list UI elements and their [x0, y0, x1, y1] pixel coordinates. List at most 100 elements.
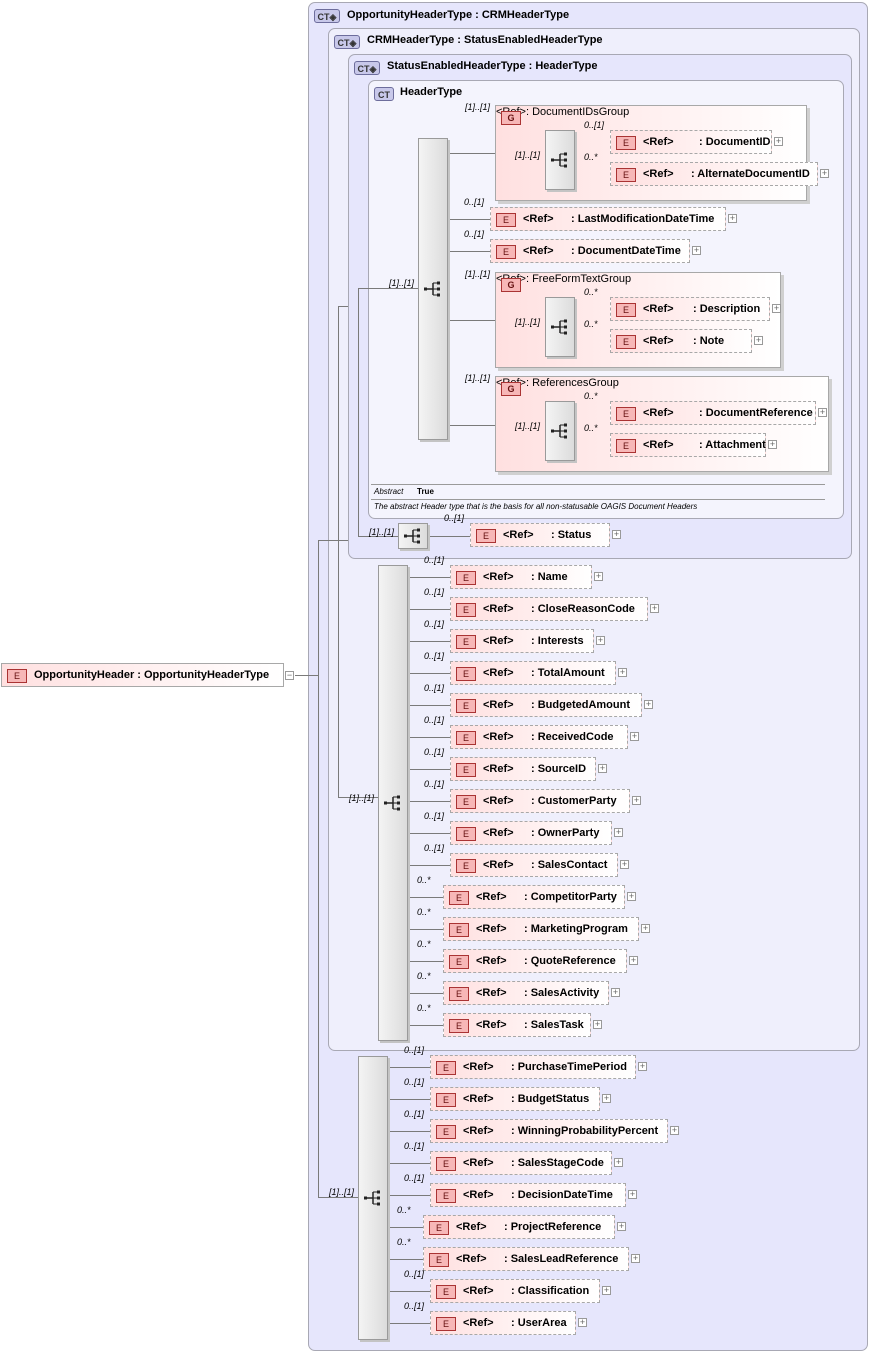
expand-icon[interactable]: + — [641, 923, 650, 933]
refs-sequence[interactable] — [545, 401, 575, 461]
attachment-element[interactable]: E<Ref>: Attachment — [610, 433, 766, 457]
element-icon: E — [429, 1253, 449, 1267]
expand-icon[interactable]: + — [598, 763, 607, 773]
element-name: : UserArea — [511, 1317, 567, 1329]
expand-icon[interactable]: + — [728, 213, 737, 223]
expand-icon[interactable]: + — [670, 1125, 679, 1135]
expand-icon[interactable]: + — [618, 667, 627, 677]
ref-label: <Ref> — [643, 303, 674, 315]
budgeted-amount-element[interactable]: E<Ref>: BudgetedAmount — [450, 693, 642, 717]
expand-icon[interactable]: + — [628, 1189, 637, 1199]
competitor-party-element[interactable]: E<Ref>: CompetitorParty — [443, 885, 625, 909]
sales-task-element[interactable]: E<Ref>: SalesTask — [443, 1013, 591, 1037]
expand-icon[interactable]: + — [593, 1019, 602, 1029]
user-area-element[interactable]: E<Ref>: UserArea — [430, 1311, 576, 1335]
element-name: : SourceID — [531, 763, 587, 775]
total-amount-element[interactable]: E<Ref>: TotalAmount — [450, 661, 616, 685]
alternate-document-id-element[interactable]: E<Ref>: AlternateDocumentID — [610, 162, 818, 186]
cardinality-label: 0..[1] — [404, 1141, 425, 1151]
sales-contact-element[interactable]: E<Ref>: SalesContact — [450, 853, 618, 877]
decision-date-time-element[interactable]: E<Ref>: DecisionDateTime — [430, 1183, 626, 1207]
element-name: : QuoteReference — [524, 955, 616, 967]
expand-icon[interactable]: + — [627, 891, 636, 901]
received-code-element[interactable]: E<Ref>: ReceivedCode — [450, 725, 628, 749]
expand-icon[interactable]: + — [596, 635, 605, 645]
expand-icon[interactable]: + — [617, 1221, 626, 1231]
expand-icon[interactable]: + — [602, 1285, 611, 1295]
freeform-sequence[interactable] — [545, 297, 575, 357]
winning-probability-percent-element[interactable]: E<Ref>: WinningProbabilityPercent — [430, 1119, 668, 1143]
expand-icon[interactable]: + — [754, 335, 763, 345]
expand-icon[interactable]: + — [602, 1093, 611, 1103]
expand-icon[interactable]: + — [632, 795, 641, 805]
expand-icon[interactable]: + — [774, 136, 783, 146]
owner-party-element[interactable]: E<Ref>: OwnerParty — [450, 821, 612, 845]
connector-line — [408, 833, 450, 834]
budget-status-element[interactable]: E<Ref>: BudgetStatus — [430, 1087, 600, 1111]
document-date-time-element[interactable]: E<Ref>: DocumentDateTime — [490, 239, 690, 263]
cardinality-label: 0..[1] — [404, 1269, 425, 1279]
expand-icon[interactable]: + — [614, 1157, 623, 1167]
sales-stage-code-element[interactable]: E<Ref>: SalesStageCode — [430, 1151, 612, 1175]
quote-reference-element[interactable]: E<Ref>: QuoteReference — [443, 949, 627, 973]
status-element[interactable]: E<Ref>: Status — [470, 523, 610, 547]
customer-party-element[interactable]: E<Ref>: CustomerParty — [450, 789, 630, 813]
last-modification-date-time-element[interactable]: E<Ref>: LastModificationDateTime — [490, 207, 726, 231]
element-icon: E — [456, 763, 476, 777]
ref-label: <Ref> — [456, 1221, 487, 1233]
name-element[interactable]: E<Ref>: Name — [450, 565, 592, 589]
element-icon: E — [616, 168, 636, 182]
expand-icon[interactable]: + — [650, 603, 659, 613]
expand-icon[interactable]: + — [630, 731, 639, 741]
opportunity-header-element[interactable]: E OpportunityHeader : OpportunityHeaderT… — [1, 663, 284, 687]
classification-element[interactable]: E<Ref>: Classification — [430, 1279, 600, 1303]
connector-line — [408, 865, 450, 866]
ref-label: <Ref> — [643, 407, 674, 419]
element-icon: E — [436, 1093, 456, 1107]
header-type-sequence[interactable] — [418, 138, 448, 440]
note-element[interactable]: E<Ref>: Note — [610, 329, 752, 353]
expand-icon[interactable]: + — [644, 699, 653, 709]
element-name: : Description — [693, 303, 761, 315]
opportunity-sequence-cardinality: [1]..[1] — [329, 1187, 355, 1197]
document-id-element[interactable]: E<Ref>: DocumentID — [610, 130, 772, 154]
close-reason-code-element[interactable]: E<Ref>: CloseReasonCode — [450, 597, 648, 621]
expand-icon[interactable]: + — [631, 1253, 640, 1263]
purchase-time-period-element[interactable]: E<Ref>: PurchaseTimePeriod — [430, 1055, 636, 1079]
project-reference-element[interactable]: E<Ref>: ProjectReference — [423, 1215, 615, 1239]
description-element[interactable]: E<Ref>: Description — [610, 297, 770, 321]
expand-icon[interactable]: + — [768, 439, 777, 449]
crm-sequence[interactable] — [378, 565, 408, 1041]
opportunity-sequence[interactable] — [358, 1056, 388, 1340]
element-icon: E — [456, 667, 476, 681]
expand-icon[interactable]: + — [820, 168, 829, 178]
expand-icon[interactable]: + — [594, 571, 603, 581]
docids-sequence[interactable] — [545, 130, 575, 190]
element-icon: E — [616, 407, 636, 421]
expand-icon[interactable]: + — [692, 245, 701, 255]
cardinality-label: 0..* — [584, 287, 598, 297]
ref-label: <Ref> — [523, 213, 554, 225]
document-reference-element[interactable]: E<Ref>: DocumentReference — [610, 401, 816, 425]
expand-icon[interactable]: + — [629, 955, 638, 965]
expand-icon[interactable]: + — [611, 987, 620, 997]
expand-icon[interactable]: + — [772, 303, 781, 313]
source-id-element[interactable]: E<Ref>: SourceID — [450, 757, 596, 781]
element-icon: E — [456, 699, 476, 713]
cardinality-label: 0..[1] — [464, 197, 485, 207]
expand-icon[interactable]: + — [620, 859, 629, 869]
sales-activity-element[interactable]: E<Ref>: SalesActivity — [443, 981, 609, 1005]
expand-icon[interactable]: + — [638, 1061, 647, 1071]
collapse-icon[interactable]: − — [285, 670, 294, 680]
complex-type-badge: CT◈ — [314, 9, 340, 23]
marketing-program-element[interactable]: E<Ref>: MarketingProgram — [443, 917, 639, 941]
element-icon: E — [436, 1157, 456, 1171]
expand-icon[interactable]: + — [818, 407, 827, 417]
interests-element[interactable]: E<Ref>: Interests — [450, 629, 594, 653]
expand-icon[interactable]: + — [612, 529, 621, 539]
status-sequence[interactable] — [398, 523, 428, 549]
expand-icon[interactable]: + — [614, 827, 623, 837]
sales-lead-reference-element[interactable]: E<Ref>: SalesLeadReference — [423, 1247, 629, 1271]
expand-icon[interactable]: + — [578, 1317, 587, 1327]
ref-label: <Ref> — [476, 955, 507, 967]
